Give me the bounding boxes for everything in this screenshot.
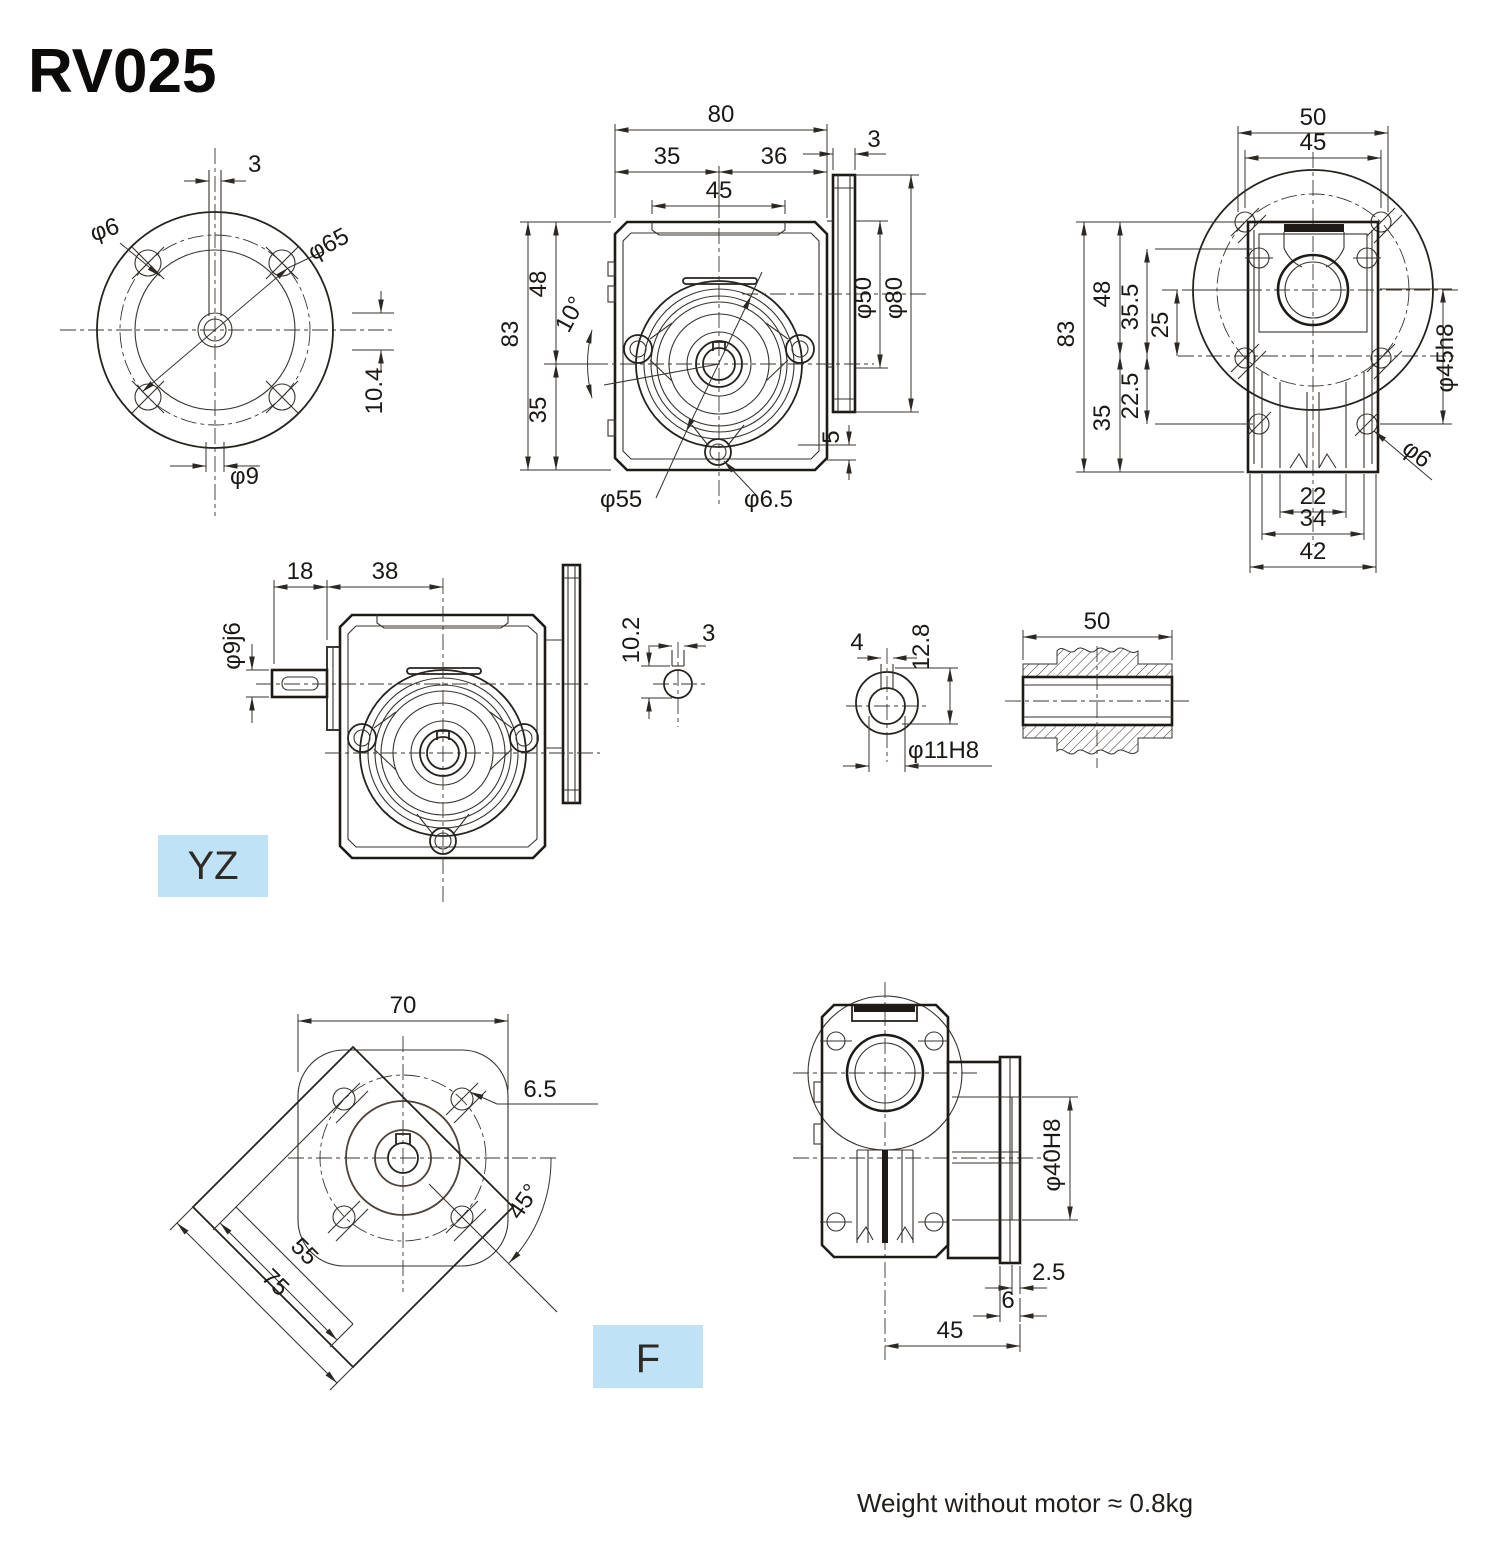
dim-shaft-to-center: 38	[372, 558, 399, 585]
dim-lower-35: 35	[525, 397, 552, 424]
detail-bushing-section: 50	[1005, 608, 1190, 768]
dim-hole-dia: φ6	[87, 213, 123, 248]
yz-label: YZ	[187, 844, 238, 888]
detail-output-bore-section: 4 12.8 φ11H8	[843, 624, 992, 772]
dim-diag-hole: 6.5	[523, 1076, 556, 1103]
dim-side-lower: 35	[1089, 405, 1116, 432]
dim-bolt-circle: φ65	[303, 223, 353, 267]
dim-flange-dia: φ80	[881, 277, 908, 319]
view-flange-face: 3 φ6 φ65 10.4 φ9	[60, 148, 394, 516]
dim-side-lower-mid: 22.5	[1117, 373, 1144, 420]
dim-base-42: 42	[1300, 538, 1327, 565]
detail-input-shaft-section: 10.2 3	[618, 617, 715, 727]
dim-hub-22: 22	[1300, 483, 1327, 510]
dim-top-width: 50	[1300, 104, 1327, 131]
dim-f-bore: φ40H8	[1039, 1119, 1066, 1192]
dim-f-length: 45	[937, 1317, 964, 1344]
dim-ear-hole-dia: φ6.5	[744, 486, 793, 513]
dim-bushing-length: 50	[1084, 608, 1111, 635]
dim-side-hole-dia: φ6	[1397, 435, 1436, 474]
dim-shaft-length: 18	[287, 558, 314, 585]
dim-holes-span: 45	[1300, 129, 1327, 156]
view-front: 10° 80 3 35 36 45 83 48 35 φ50 φ80 5	[497, 101, 930, 513]
page-title: RV025	[28, 37, 216, 106]
dim-shaft-dia: φ9j6	[219, 622, 246, 670]
dim-key-width: 3	[248, 151, 261, 178]
dim-left-35: 35	[654, 143, 681, 170]
dim-diag-width: 70	[390, 992, 417, 1019]
view-side: 50 45 83 48 35 35.5 25 22.5 φ45h8 φ6 22 …	[1053, 104, 1462, 573]
dim-key-depth: 10.4	[361, 368, 388, 415]
yz-label-box	[158, 835, 268, 897]
f-label: F	[636, 1337, 660, 1381]
dim-step-5: 5	[818, 430, 845, 443]
dim-recess-45: 45	[706, 177, 733, 204]
dim-bore-depth: 12.8	[908, 624, 935, 671]
dim-section-key: 3	[702, 620, 715, 647]
dim-f-recess: 2.5	[1032, 1259, 1065, 1286]
dim-diag-outer: 75	[256, 1264, 294, 1302]
dim-bore-key: 4	[850, 629, 863, 656]
dim-diag-inner: 55	[285, 1233, 323, 1271]
dim-pilot-dia: φ50	[850, 277, 877, 319]
view-diagonal-flange: 70 6.5 45° 55 75	[169, 992, 598, 1391]
dim-section-depth: 10.2	[618, 617, 645, 664]
dim-right-36: 36	[761, 143, 788, 170]
dim-upper-48: 48	[525, 271, 552, 298]
dim-body-width: 80	[708, 101, 735, 128]
weight-note: Weight without motor ≈ 0.8kg	[857, 1488, 1193, 1518]
dim-height-83: 83	[497, 321, 524, 348]
dim-side-upper: 48	[1089, 281, 1116, 308]
dim-bore-dia-11: φ11H8	[908, 737, 979, 764]
dim-side-height: 83	[1053, 321, 1080, 348]
dim-hub-34: 34	[1300, 505, 1327, 532]
view-yz: 18 38 φ9j6 YZ	[158, 558, 600, 902]
f-corner-holes	[820, 1031, 948, 1232]
view-f-flange: φ40H8 2.5 6 45 F	[593, 982, 1078, 1388]
dim-bore-dia: φ9	[230, 463, 259, 490]
dim-f-thickness: 6	[1001, 1287, 1014, 1314]
dim-plate-thickness: 3	[867, 126, 880, 153]
f-label-box	[593, 1325, 703, 1388]
dim-side-mid: 35.5	[1117, 284, 1144, 331]
dim-center-distance: 25	[1147, 312, 1174, 339]
dim-boss-dia: φ55	[600, 486, 642, 513]
dim-spigot-dia: φ45h8	[1432, 324, 1459, 393]
